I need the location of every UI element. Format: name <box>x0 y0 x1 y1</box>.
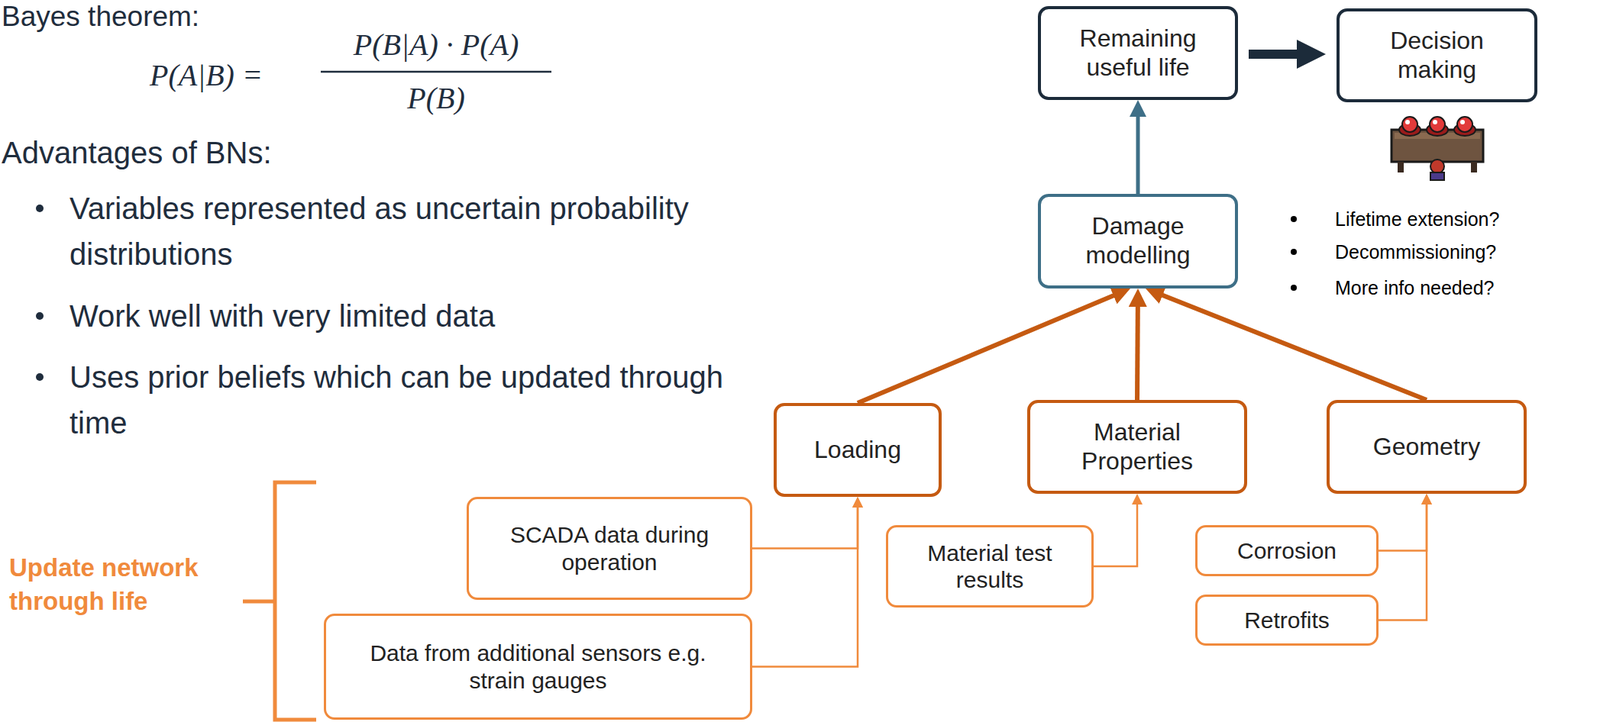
connector-arrow <box>752 504 858 550</box>
bullet-dot <box>1290 216 1297 223</box>
model-box: Damage modelling <box>1037 193 1238 289</box>
box-label: SCADA data during operation <box>494 521 725 576</box>
bullet-dot <box>1290 248 1297 256</box>
bullet-dot <box>1290 284 1297 291</box>
connector-arrow <box>752 504 858 668</box>
box-label: Damage modelling <box>1051 212 1225 271</box>
bullet-text: Uses prior beliefs which can be updated … <box>69 354 742 447</box>
outcome-box: Remaining useful life <box>1037 6 1238 101</box>
bullet-text: Work well with very limited data <box>69 293 742 340</box>
input-box: Loading <box>773 403 942 498</box>
box-label: Material test results <box>898 539 1081 595</box>
bracket-label: Update network through life <box>9 551 239 619</box>
connector-arrow <box>1378 501 1427 621</box>
data-source-box: Retrofits <box>1195 594 1379 647</box>
heading: Advantages of BNs: <box>1 135 460 171</box>
data-source-box: Material test results <box>885 525 1094 608</box>
data-source-box: Data from additional sensors e.g. strain… <box>323 614 753 721</box>
connector-arrow <box>1378 501 1427 552</box>
connector-arrow <box>1093 501 1138 567</box>
box-label: Data from additional sensors e.g. strain… <box>356 640 720 695</box>
formula-numerator: P(B|A) · P(A) <box>316 27 556 63</box>
box-label: Retrofits <box>1244 607 1330 634</box>
bullet-dot <box>35 373 44 382</box>
input-box: Geometry <box>1326 400 1527 495</box>
heading: Bayes theorem: <box>1 0 308 34</box>
box-label: Material Properties <box>1040 418 1234 477</box>
data-source-box: SCADA data during operation <box>466 497 753 601</box>
decision-option: Lifetime extension? <box>1334 207 1595 231</box>
control-panel-icon <box>1391 116 1484 181</box>
connector-arrow <box>1248 49 1306 59</box>
data-source-box: Corrosion <box>1195 525 1379 577</box>
box-label: Remaining useful life <box>1051 24 1225 83</box>
decision-option: More info needed? <box>1334 276 1595 300</box>
connector-arrow <box>1136 111 1141 194</box>
box-label: Geometry <box>1373 433 1481 463</box>
box-label: Loading <box>814 436 902 466</box>
box-label: Decision making <box>1350 26 1524 85</box>
fraction-bar <box>320 71 552 74</box>
connector-arrow <box>1157 293 1427 401</box>
connector-arrow <box>1134 301 1141 401</box>
bullet-text: Variables represented as uncertain proba… <box>69 185 742 278</box>
bullet-dot <box>35 312 44 320</box>
formula-term: P(A|B) = <box>149 58 303 94</box>
connector-arrow <box>857 294 1119 404</box>
input-box: Material Properties <box>1027 400 1248 495</box>
formula-denominator: P(B) <box>316 80 556 117</box>
outcome-box: Decision making <box>1336 8 1538 103</box>
box-label: Corrosion <box>1237 537 1337 565</box>
bracket <box>242 482 317 721</box>
bullet-dot <box>35 204 44 213</box>
decision-option: Decommissioning? <box>1334 240 1595 264</box>
